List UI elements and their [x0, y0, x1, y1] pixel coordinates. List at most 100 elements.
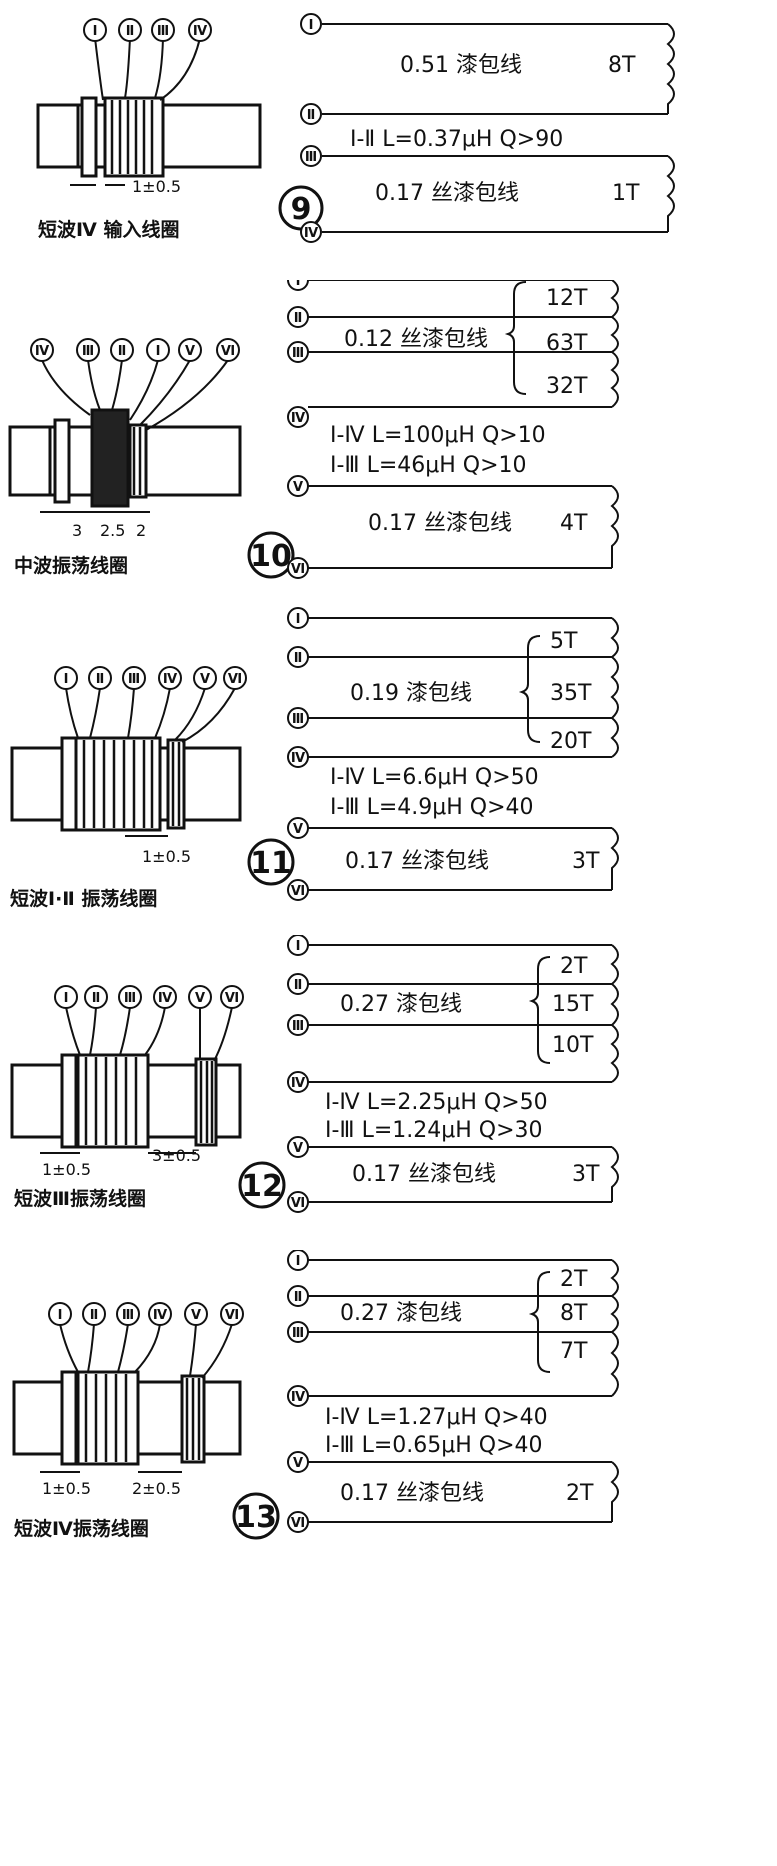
- terminal-label: Ⅲ: [122, 1308, 134, 1323]
- terminal-label: Ⅳ: [291, 751, 306, 766]
- coil-drawing-11: Ⅰ Ⅱ Ⅲ Ⅳ Ⅴ Ⅵ 1±0.5: [10, 666, 247, 866]
- wire-spec: 0.12 丝漆包线: [344, 327, 488, 352]
- coil-drawing-12: Ⅰ Ⅱ Ⅲ Ⅳ Ⅴ Ⅵ 1±0.5 3±0.5: [10, 985, 244, 1179]
- terminal-label: Ⅵ: [291, 1196, 305, 1211]
- terminal-label: Ⅴ: [191, 1308, 201, 1323]
- inductance-spec: Ⅰ-Ⅲ L=46μH Q>10: [330, 453, 527, 478]
- terminal-label: Ⅳ: [193, 24, 208, 39]
- wire-spec: 0.17 丝漆包线: [340, 1481, 484, 1506]
- figure-number-10: 10: [250, 539, 292, 574]
- inductance-spec: Ⅰ-Ⅳ L=1.27μH Q>40: [325, 1405, 548, 1430]
- terminal-label: Ⅵ: [291, 562, 305, 577]
- turn-count: 63T: [546, 331, 588, 356]
- terminal-label: Ⅴ: [293, 1456, 303, 1471]
- turn-count: 1T: [612, 181, 640, 206]
- figure-number-9: 9: [291, 192, 312, 227]
- terminal-label: Ⅰ: [58, 1308, 63, 1323]
- terminal-label: Ⅲ: [305, 150, 317, 165]
- terminal-label: Ⅱ: [294, 1290, 303, 1305]
- turn-count: 8T: [560, 1301, 588, 1326]
- dimension-label: 1±0.5: [142, 847, 191, 866]
- schematic-9: [322, 23, 675, 233]
- coil-title-11: 短波Ⅰ·Ⅱ 振荡线圈: [10, 887, 157, 910]
- terminal-label: Ⅰ: [64, 672, 69, 687]
- wire-spec: 0.17 丝漆包线: [345, 849, 489, 874]
- terminal-label: Ⅱ: [90, 1308, 99, 1323]
- terminal-label: Ⅰ: [296, 939, 301, 954]
- wire-spec: 0.51 漆包线: [400, 53, 522, 78]
- terminal-label: Ⅱ: [294, 311, 303, 326]
- coil-diagram-11: Ⅰ Ⅱ Ⅲ Ⅳ Ⅴ Ⅵ 1±0.5 短波Ⅰ·Ⅱ 振荡线圈 11 Ⅰ Ⅱ Ⅲ Ⅳ …: [10, 607, 619, 910]
- figure-number-11: 11: [250, 846, 292, 881]
- terminal-label: Ⅳ: [291, 1076, 306, 1091]
- terminal-label: Ⅵ: [291, 1516, 305, 1531]
- dimension-label: 3±0.5: [152, 1146, 201, 1165]
- terminal-label: Ⅲ: [157, 24, 169, 39]
- turn-count: 12T: [546, 286, 588, 311]
- dimension-label: 2.5: [100, 521, 125, 540]
- terminal-label: Ⅰ: [64, 991, 69, 1006]
- terminal-label: Ⅲ: [82, 344, 94, 359]
- coil-title-12: 短波Ⅲ振荡线圈: [14, 1187, 146, 1210]
- terminal-label: Ⅳ: [35, 344, 50, 359]
- terminal-label: Ⅴ: [185, 344, 195, 359]
- schematic-10: [308, 280, 619, 569]
- coil-diagram-12: Ⅰ Ⅱ Ⅲ Ⅳ Ⅴ Ⅵ 1±0.5 3±0.5 短波Ⅲ振荡线圈 12 Ⅰ Ⅱ Ⅲ…: [10, 935, 619, 1213]
- turn-count: 2T: [560, 1267, 588, 1292]
- schematic-11: [308, 617, 619, 891]
- wire-spec: 0.19 漆包线: [350, 681, 472, 706]
- terminal-label: Ⅴ: [293, 822, 303, 837]
- terminal-label: Ⅰ: [309, 18, 314, 33]
- terminal-label: Ⅰ: [156, 344, 161, 359]
- terminal-label: Ⅳ: [158, 991, 173, 1006]
- terminal-label: Ⅱ: [96, 672, 105, 687]
- terminal-label: Ⅱ: [294, 978, 303, 993]
- coil-diagram-10: Ⅳ Ⅲ Ⅱ Ⅰ Ⅴ Ⅵ 3 2.5 2 中波振荡线圈 10 Ⅰ Ⅱ Ⅲ Ⅳ Ⅴ …: [8, 280, 619, 579]
- terminal-label: Ⅲ: [124, 991, 136, 1006]
- turn-count: 8T: [608, 53, 636, 78]
- terminal-label: Ⅴ: [293, 1141, 303, 1156]
- terminal-label: Ⅲ: [128, 672, 140, 687]
- inductance-spec: Ⅰ-Ⅲ L=1.24μH Q>30: [325, 1118, 543, 1143]
- terminal-label: Ⅵ: [225, 1308, 239, 1323]
- inductance-spec: Ⅰ-Ⅳ L=100μH Q>10: [330, 423, 546, 448]
- dimension-label: 1±0.5: [42, 1479, 91, 1498]
- terminal-label: Ⅰ: [93, 24, 98, 39]
- turn-count: 10T: [552, 1033, 594, 1058]
- figure-number-12: 12: [241, 1169, 283, 1204]
- terminal-label: Ⅲ: [292, 346, 304, 361]
- coil-drawing-13: Ⅰ Ⅱ Ⅲ Ⅳ Ⅴ Ⅵ 1±0.5 2±0.5: [12, 1302, 244, 1498]
- turn-count: 7T: [560, 1339, 588, 1364]
- terminal-label: Ⅳ: [304, 226, 319, 241]
- turn-count: 35T: [550, 681, 592, 706]
- coil-drawing-9: Ⅰ Ⅱ Ⅲ Ⅳ 1±0.5: [36, 18, 262, 196]
- inductance-spec: Ⅰ-Ⅳ L=6.6μH Q>50: [330, 765, 539, 790]
- wire-spec: 0.27 漆包线: [340, 1301, 462, 1326]
- wire-spec: 0.17 丝漆包线: [352, 1162, 496, 1187]
- wire-spec: 0.17 丝漆包线: [375, 181, 519, 206]
- schematic-13: [308, 1259, 619, 1523]
- terminal-label: Ⅵ: [221, 344, 235, 359]
- dimension-label: 3: [72, 521, 82, 540]
- wire-spec: 0.17 丝漆包线: [368, 511, 512, 536]
- inductance-spec: Ⅰ-Ⅳ L=2.25μH Q>50: [325, 1090, 548, 1115]
- terminal-label: Ⅵ: [225, 991, 239, 1006]
- terminal-label: Ⅱ: [307, 108, 316, 123]
- terminal-label: Ⅳ: [163, 672, 178, 687]
- inductance-spec: Ⅰ-Ⅱ L=0.37μH Q>90: [350, 127, 563, 152]
- dimension-label: 1±0.5: [42, 1160, 91, 1179]
- turn-count: 20T: [550, 729, 592, 754]
- terminal-label: Ⅰ: [296, 612, 301, 627]
- turn-count: 4T: [560, 511, 588, 536]
- dimension-label: 1±0.5: [132, 177, 181, 196]
- terminal-label: Ⅳ: [153, 1308, 168, 1323]
- turn-count: 32T: [546, 374, 588, 399]
- turn-count: 3T: [572, 1162, 600, 1187]
- figure-number-13: 13: [235, 1500, 277, 1535]
- terminal-label: Ⅲ: [292, 1019, 304, 1034]
- coil-title-13: 短波Ⅳ振荡线圈: [14, 1517, 149, 1540]
- coil-diagram-13: Ⅰ Ⅱ Ⅲ Ⅳ Ⅴ Ⅵ 1±0.5 2±0.5 短波Ⅳ振荡线圈 13 Ⅰ Ⅱ Ⅲ…: [12, 1250, 619, 1540]
- dimension-label: 2: [136, 521, 146, 540]
- terminal-label: Ⅵ: [228, 672, 242, 687]
- terminal-label: Ⅲ: [292, 1326, 304, 1341]
